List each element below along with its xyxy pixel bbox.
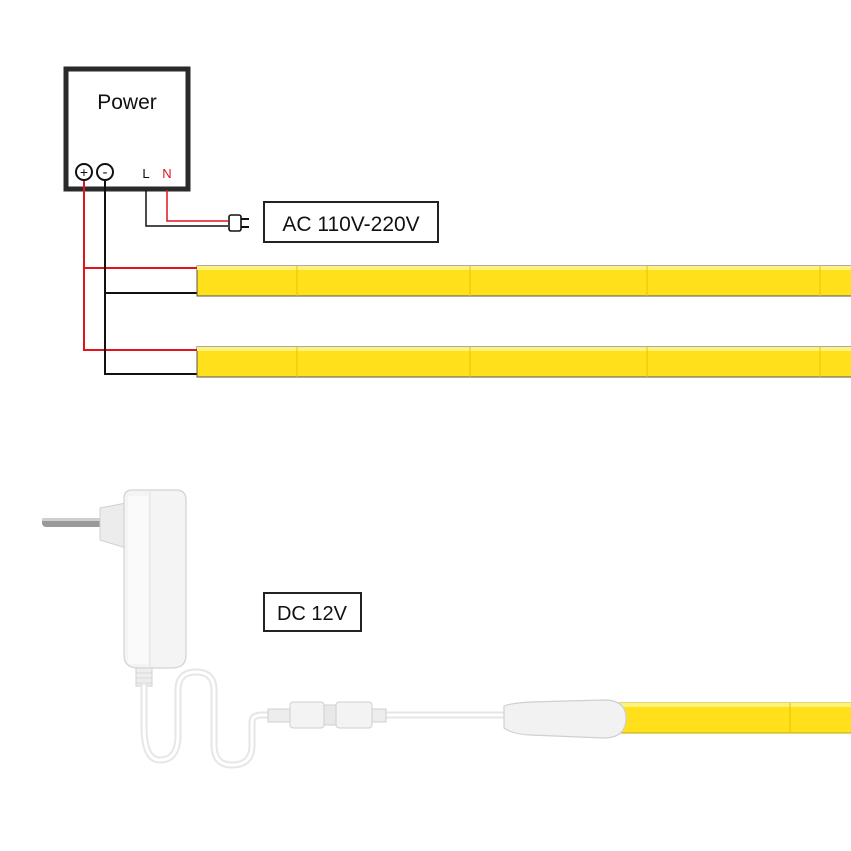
power-title: Power <box>97 91 157 114</box>
dc-voltage-label: DC 12V <box>263 592 362 632</box>
svg-text:-: - <box>103 164 108 181</box>
plus-terminal: + <box>75 163 93 181</box>
plug-icon <box>228 214 249 232</box>
dc-output-wires <box>83 181 197 375</box>
power-adapter-icon <box>42 489 187 687</box>
minus-terminal: - <box>96 163 114 181</box>
led-strip-1 <box>196 265 851 297</box>
neutral-label: N <box>162 166 171 181</box>
live-label: L <box>142 166 149 181</box>
strip-end-cap <box>503 699 627 739</box>
svg-text:AC 110V-220V: AC 110V-220V <box>282 213 419 236</box>
power-supply-box: Power + - L N <box>63 66 191 192</box>
svg-text:DC 12V: DC 12V <box>277 603 348 625</box>
ac-input-wires <box>145 190 228 227</box>
led-strip-3 <box>619 702 851 734</box>
ac-voltage-label: AC 110V-220V <box>263 201 439 243</box>
dc-cable-highlight <box>142 670 507 767</box>
led-strip-2 <box>196 346 851 378</box>
svg-text:+: + <box>80 164 88 180</box>
dc-connector <box>267 701 387 729</box>
